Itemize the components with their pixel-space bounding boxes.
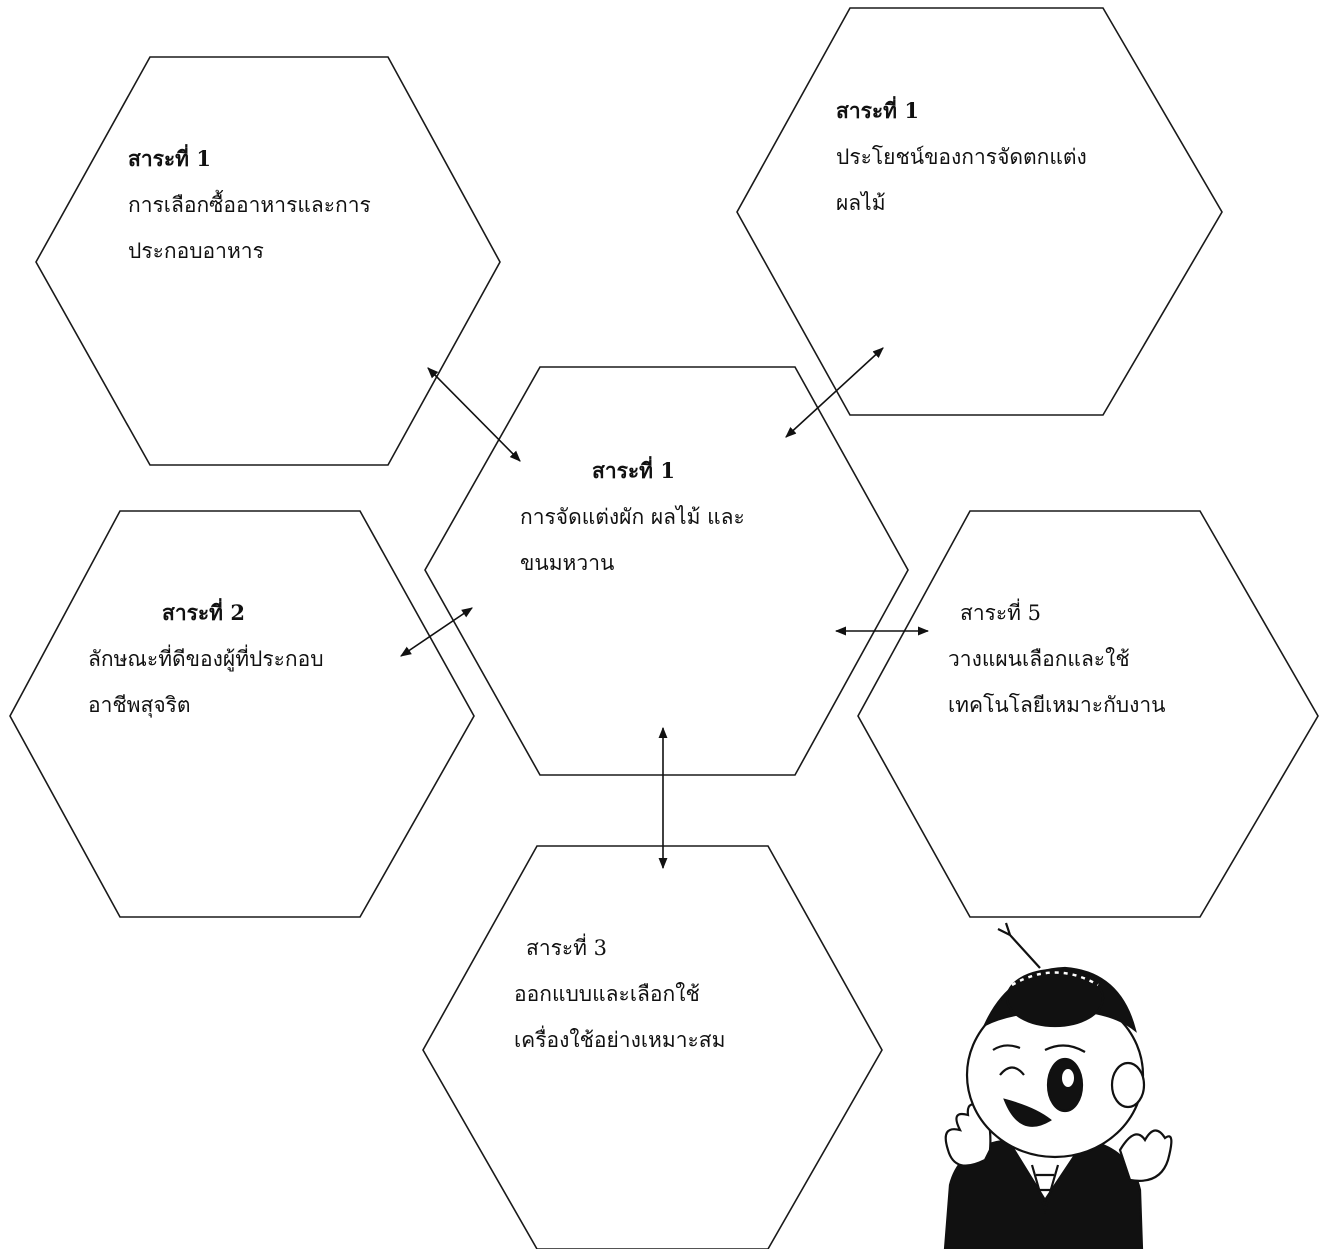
hexagon-top-right-text: สาระที่ 1 ประโยชน์ของการจัดตกแต่ง ผลไม้ bbox=[836, 88, 1087, 226]
hexagon-middle-left-title: สาระที่ 2 bbox=[162, 600, 245, 625]
arrow-center-middle-left bbox=[400, 607, 473, 657]
hexagon-middle-right-text: สาระที่ 5 วางแผนเลือกและใช้ เทคโนโลยีเหม… bbox=[948, 590, 1166, 728]
hexagon-middle-right-line-2: เทคโนโลยีเหมาะกับงาน bbox=[948, 693, 1166, 717]
hexagon-bottom-line-1: ออกแบบและเลือกใช้ bbox=[514, 982, 700, 1006]
hexagon-top-left-line-2: ประกอบอาหาร bbox=[128, 239, 264, 263]
hexagon-top-right-line-1: ประโยชน์ของการจัดตกแต่ง bbox=[836, 145, 1087, 169]
hexagon-middle-right-line-1: วางแผนเลือกและใช้ bbox=[948, 647, 1130, 671]
hexagon-center-line-1: การจัดแต่งผัก ผลไม้ และ bbox=[520, 505, 745, 529]
mascot-illustration bbox=[943, 922, 1173, 1249]
hexagon-top-left-line-1: การเลือกซื้ออาหารและการ bbox=[128, 193, 371, 217]
hexagon-middle-left-line-1: ลักษณะที่ดีของผู้ที่ประกอบ bbox=[88, 647, 324, 671]
hexagon-top-right-title: สาระที่ 1 bbox=[836, 98, 919, 123]
arrow-center-top-right bbox=[785, 347, 884, 438]
hexagon-top-right-line-2: ผลไม้ bbox=[836, 191, 886, 215]
hexagon-top-left bbox=[35, 56, 501, 466]
hexagon-top-left-title: สาระที่ 1 bbox=[128, 146, 211, 171]
hexagon-middle-left-text: สาระที่ 2 ลักษณะที่ดีของผู้ที่ประกอบ อาช… bbox=[88, 590, 324, 728]
hexagon-middle-right bbox=[857, 510, 1319, 918]
hexagon-middle-left-line-2: อาชีพสุจริต bbox=[88, 693, 191, 717]
hexagon-bottom-text: สาระที่ 3 ออกแบบและเลือกใช้ เครื่องใช้อย… bbox=[514, 925, 725, 1063]
hexagon-bottom bbox=[422, 845, 883, 1249]
hexagon-top-left-text: สาระที่ 1 การเลือกซื้ออาหารและการ ประกอบ… bbox=[128, 136, 371, 274]
hexagon-middle-left bbox=[9, 510, 475, 918]
hexagon-center-line-2: ขนมหวาน bbox=[520, 551, 615, 575]
hexagon-top-right bbox=[736, 7, 1223, 416]
hexagon-bottom-title: สาระที่ 3 bbox=[526, 936, 608, 960]
hexagon-bottom-line-2: เครื่องใช้อย่างเหมาะสม bbox=[514, 1028, 726, 1052]
arrow-center-top-left bbox=[427, 367, 521, 462]
hexagon-center-text: สาระที่ 1 การจัดแต่งผัก ผลไม้ และ ขนมหวา… bbox=[520, 448, 745, 586]
hexagon-middle-right-title: สาระที่ 5 bbox=[960, 601, 1042, 625]
hexagon-center-title: สาระที่ 1 bbox=[592, 458, 675, 483]
